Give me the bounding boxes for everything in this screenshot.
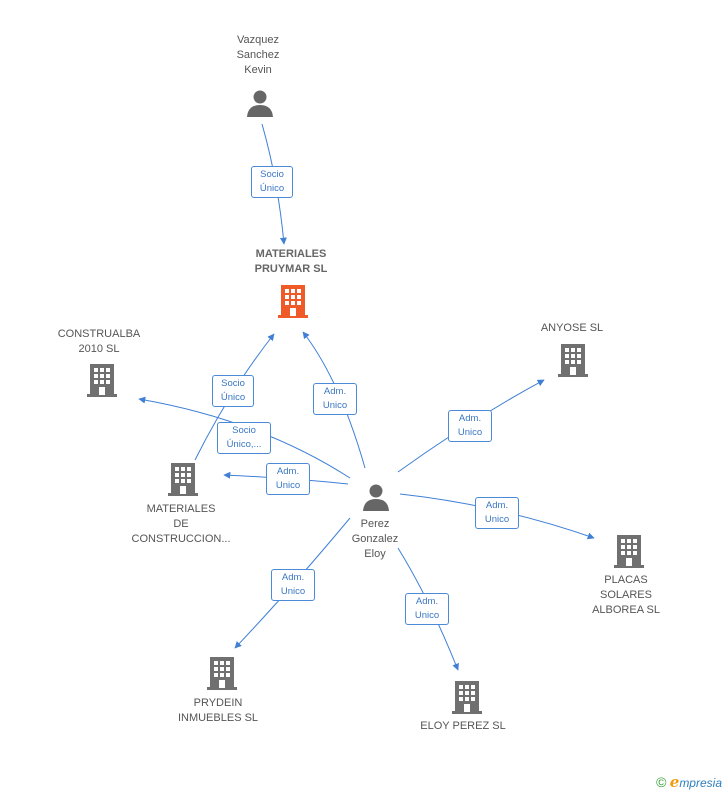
- edge-label-perez-anyose[interactable]: Adm. Unico: [448, 410, 492, 442]
- building-icon[interactable]: [206, 656, 238, 690]
- edge-label-perez-pruymar[interactable]: Adm. Unico: [313, 383, 357, 415]
- node-label-construalba[interactable]: CONSTRUALBA 2010 SL: [57, 328, 141, 355]
- node-label-materiales-pruymar[interactable]: MATERIALES PRUYMAR SL: [254, 248, 328, 275]
- edge-label-perez-placas[interactable]: Adm. Unico: [475, 497, 519, 529]
- node-label-materiales-construccion[interactable]: MATERIALES DE CONSTRUCCION...: [131, 503, 231, 545]
- building-icon[interactable]: [613, 534, 645, 568]
- empresia-watermark: © empresia: [656, 773, 722, 791]
- edge-label-matcons-pruymar[interactable]: Socio Único: [212, 375, 254, 407]
- building-icon[interactable]: [557, 343, 589, 377]
- node-label-prydein[interactable]: PRYDEIN INMUEBLES SL: [177, 697, 259, 724]
- empresia-logo-initial: e: [669, 773, 680, 791]
- empresia-logo-text: mpresia: [679, 776, 722, 790]
- node-label-vazquez[interactable]: Vazquez Sanchez Kevin: [236, 34, 280, 76]
- building-icon[interactable]: [451, 680, 483, 714]
- edge-label-perez-matcons[interactable]: Adm. Unico: [266, 463, 310, 495]
- edge-label-perez-construalba[interactable]: Socio Único,...: [217, 422, 271, 454]
- person-icon[interactable]: [245, 88, 275, 118]
- node-label-eloy-perez[interactable]: ELOY PEREZ SL: [420, 720, 506, 732]
- node-label-anyose[interactable]: ANYOSE SL: [540, 322, 604, 334]
- edge-label-vazquez-pruymar[interactable]: Socio Único: [251, 166, 293, 198]
- copyright-icon: ©: [656, 774, 667, 790]
- building-icon[interactable]: [167, 462, 199, 496]
- building-icon[interactable]: [277, 284, 309, 318]
- person-icon[interactable]: [361, 482, 391, 512]
- building-icon[interactable]: [86, 363, 118, 397]
- edge-label-perez-eloy[interactable]: Adm. Unico: [405, 593, 449, 625]
- edge-label-perez-prydein[interactable]: Adm. Unico: [271, 569, 315, 601]
- node-label-placas[interactable]: PLACAS SOLARES ALBOREA SL: [592, 574, 660, 616]
- node-label-perez[interactable]: Perez Gonzalez Eloy: [351, 518, 399, 560]
